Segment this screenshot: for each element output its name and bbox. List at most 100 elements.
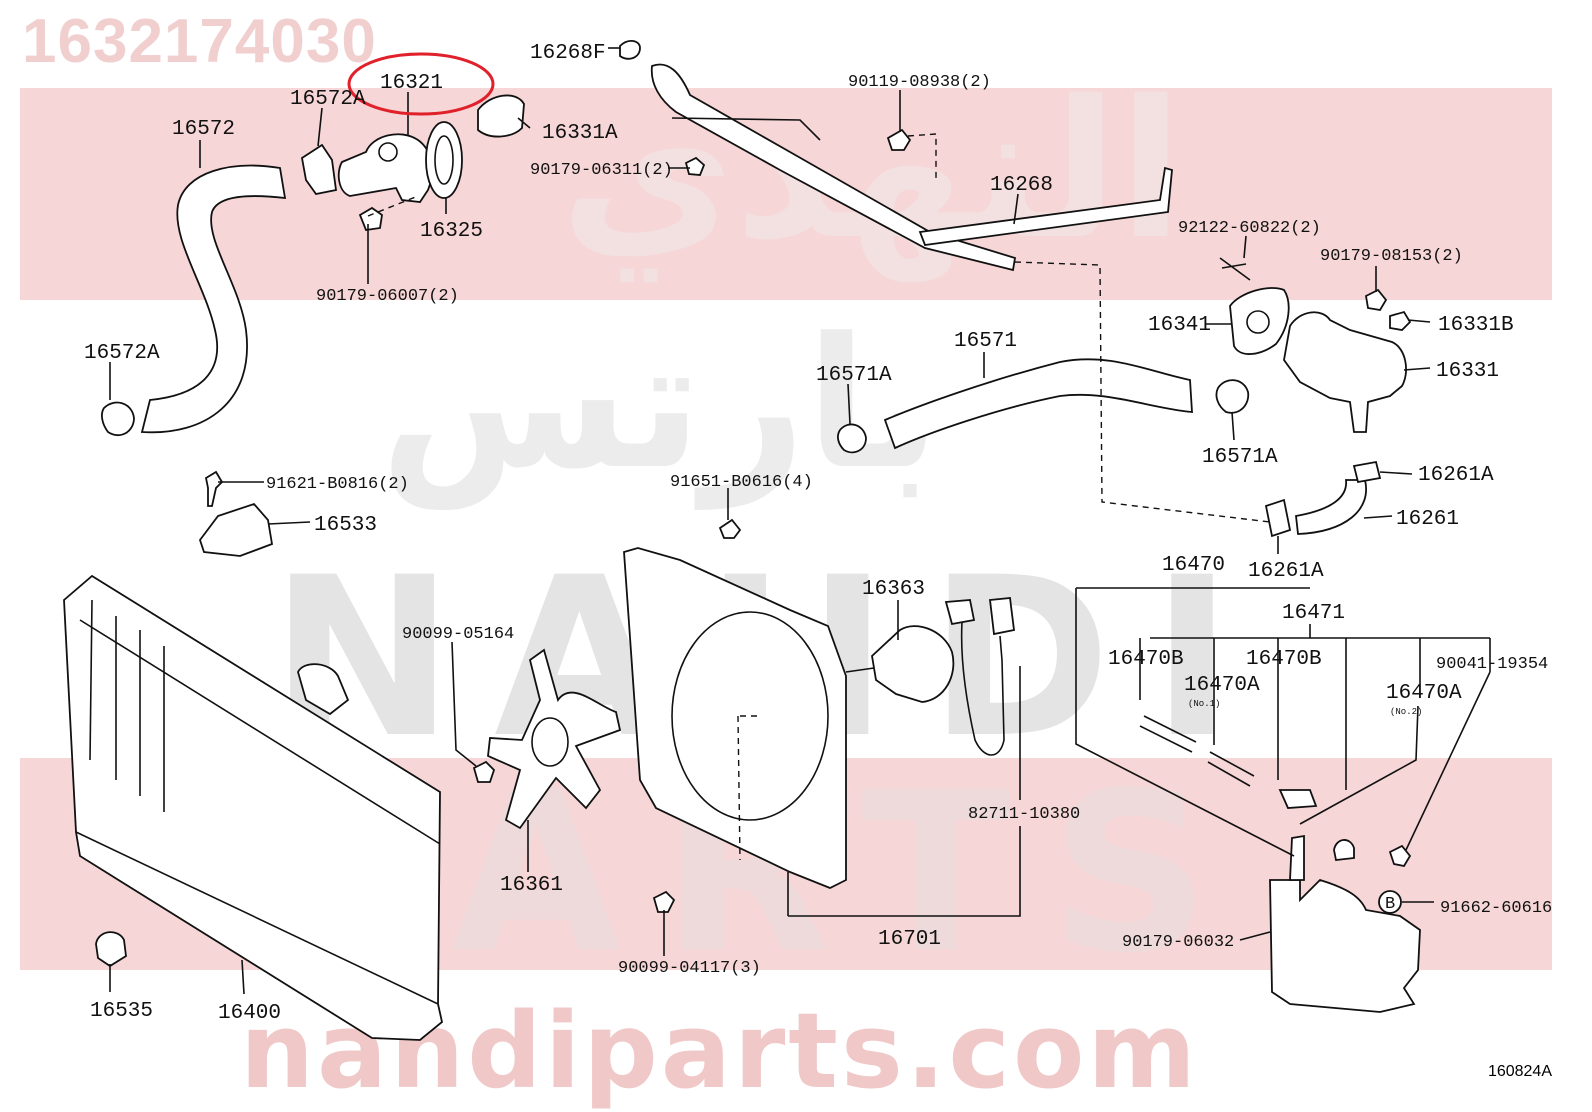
grommet	[1333, 839, 1355, 861]
callout-90179-08153: 90179-08153(2)	[1320, 247, 1463, 266]
clamp-16571A-right	[1215, 379, 1250, 414]
callout-90179-06311: 90179-06311(2)	[530, 161, 673, 180]
callout-91621-B0816: 91621-B0816(2)	[266, 475, 409, 494]
connector-right	[988, 597, 1015, 636]
callout-16470A-no2: 16470A	[1386, 682, 1462, 705]
fan-shroud-16701	[623, 547, 847, 889]
callout-no1: (No.1)	[1188, 699, 1220, 709]
clamp-16261A-top	[1352, 460, 1382, 484]
callout-16361: 16361	[500, 874, 563, 897]
cushion-16535	[95, 931, 127, 968]
bolt-90119-08938	[886, 128, 912, 151]
pipe-16268-line	[671, 117, 821, 141]
clip-16470B	[1278, 789, 1318, 809]
callout-16261A-bottom: 16261A	[1248, 560, 1324, 583]
dash-bolt-pipe	[907, 133, 937, 182]
callout-16331A: 16331A	[542, 122, 618, 145]
callout-91662-60616: 91662-60616	[1440, 899, 1552, 918]
clamp-16572A-top	[301, 143, 338, 195]
gasket-16341-hole	[1246, 310, 1270, 334]
fan-shroud-ring	[671, 611, 829, 821]
dash-fan-shroud	[737, 715, 760, 861]
callout-16321: 16321	[380, 72, 443, 95]
clamp-16571A-left	[837, 423, 867, 454]
callout-16341: 16341	[1148, 314, 1211, 337]
callout-16571: 16571	[954, 330, 1017, 353]
callout-badge-b: B	[1385, 895, 1395, 914]
bolt-90041-19354	[1388, 844, 1412, 868]
diagram-id: 160824A	[1487, 1063, 1552, 1080]
bolt-91621-B0816	[204, 470, 224, 507]
callout-no2: (No.2)	[1390, 707, 1422, 717]
callout-16363: 16363	[862, 578, 925, 601]
highlight-circle	[347, 52, 495, 116]
callout-16470B-right: 16470B	[1246, 648, 1322, 671]
hose-16470A-no2	[1207, 751, 1255, 787]
nut-90179-06311	[684, 156, 706, 176]
watermark-part-number: 1632174030	[22, 7, 377, 76]
callout-16261: 16261	[1396, 508, 1459, 531]
radiator-16400	[63, 574, 443, 1041]
clamp-16261A-bottom	[1264, 498, 1292, 538]
sensor-16331B	[1389, 310, 1412, 331]
nut-90099-05164	[472, 760, 496, 783]
hose-16261	[1295, 479, 1367, 535]
callout-16535: 16535	[90, 1000, 153, 1023]
callout-16470B-left: 16470B	[1108, 648, 1184, 671]
dash-pipe-16261	[1014, 261, 1271, 523]
motor-16363	[871, 625, 955, 703]
reservoir-16470	[1269, 878, 1421, 1013]
gasket-16325	[425, 121, 463, 199]
callout-16471: 16471	[1282, 602, 1345, 625]
callout-90179-06007: 90179-06007(2)	[316, 287, 459, 306]
callout-16470: 16470	[1162, 554, 1225, 577]
callout-16325: 16325	[420, 220, 483, 243]
watermark-arabic-line2: بارتس	[380, 300, 941, 509]
callout-90099-05164: 90099-05164	[402, 625, 514, 644]
callout-16533: 16533	[314, 514, 377, 537]
callout-90179-06032: 90179-06032	[1122, 933, 1234, 952]
nut-90179-08153	[1365, 288, 1388, 311]
callout-16331: 16331	[1436, 360, 1499, 383]
housing-bolt-hole	[378, 142, 398, 162]
callout-16571A-right: 16571A	[1202, 446, 1278, 469]
gasket-16341	[1229, 287, 1290, 355]
callout-92122-60822: 92122-60822(2)	[1178, 219, 1321, 238]
callout-90041-19354: 90041-19354	[1436, 655, 1548, 674]
callout-91651-B0616: 91651-B0616(4)	[670, 473, 813, 492]
hose-16470A-no1	[1139, 715, 1197, 753]
radiator-cap	[297, 663, 350, 716]
callout-16470A-no1: 16470A	[1184, 674, 1260, 697]
radiator-fins	[89, 599, 165, 812]
motor-shaft	[845, 667, 875, 673]
callout-16331B: 16331B	[1438, 314, 1514, 337]
hose-16571	[883, 358, 1193, 450]
stud-92122-60822	[1219, 257, 1251, 281]
bolt-90099-04117	[652, 890, 676, 913]
callout-90099-04117: 90099-04117(3)	[618, 959, 761, 978]
wire-harness-82711-10380	[960, 621, 1005, 756]
leader-lines	[109, 47, 1491, 995]
water-outlet-16331	[1283, 311, 1407, 433]
fan-hub	[531, 717, 569, 767]
hose-16572	[140, 164, 287, 434]
callout-16572: 16572	[172, 118, 235, 141]
callout-16571A-left: 16571A	[816, 364, 892, 387]
nut-90179-06007	[358, 206, 383, 231]
badge-b	[1378, 890, 1402, 914]
gasket-16325-inner	[434, 135, 454, 185]
callout-16268F: 16268F	[530, 42, 606, 65]
reservoir-cap	[1289, 834, 1305, 881]
callout-16701: 16701	[878, 928, 941, 951]
callout-16400: 16400	[218, 1002, 281, 1025]
callout-labels: 16321 16572A 16268F 16331A 90119-08938(2…	[84, 42, 1552, 1025]
washer-16268F	[619, 40, 641, 60]
connector-left	[944, 599, 976, 626]
pipe-16268-branch	[918, 166, 1173, 246]
clamp-16572A-left	[101, 401, 135, 437]
callout-82711-10380: 82711-10380	[968, 805, 1080, 824]
callout-16572A-left: 16572A	[84, 342, 160, 365]
thermostat-housing-16321	[337, 133, 433, 203]
